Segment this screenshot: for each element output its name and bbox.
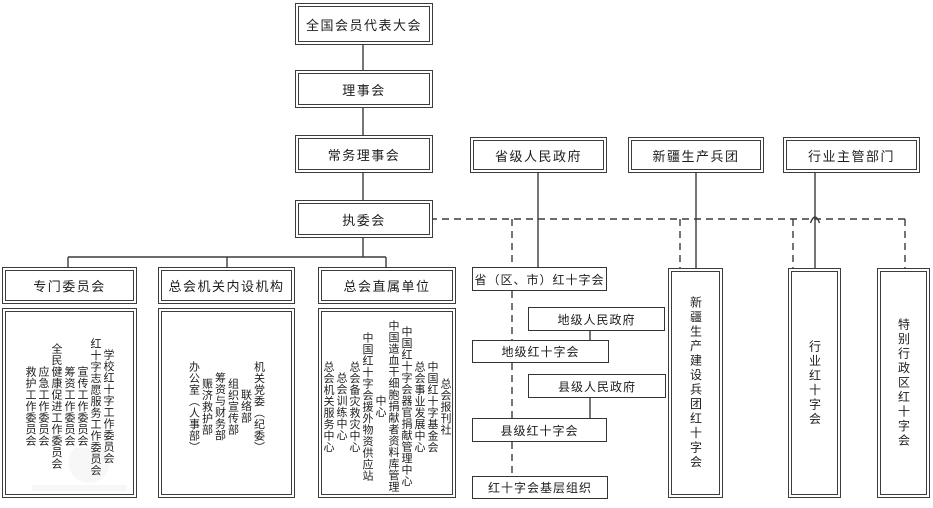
list-frame: 学校红十字工作委员会 红十字志愿服务工作委员会 宣传工作委员会 筹资工作委员会 … — [5, 311, 134, 495]
list-item: 办公室（人事部） — [187, 360, 201, 453]
node-sar-red-cross: 特别行政区红十字会 — [877, 268, 930, 498]
node-label: 特别行政区红十字会 — [896, 317, 911, 449]
list-item: 筹资工作委员会 — [63, 366, 76, 447]
node-label: 新疆生产建设兵团红十字会 — [688, 296, 703, 470]
node-provincial-red-cross: 省（区、市）红十字会 — [472, 267, 607, 291]
list-item: 联络部 — [239, 389, 253, 424]
node-label: 新疆生产兵团 — [631, 140, 761, 170]
node-label: 理事会 — [298, 73, 430, 105]
list-item: 学校红十字工作委员会 — [102, 349, 115, 464]
node-standing-council: 常务理事会 — [295, 135, 433, 173]
list-item: 应急工作委员会 — [37, 366, 50, 447]
node-national-congress: 全国会员代表大会 — [295, 3, 433, 45]
header-internal-organs: 总会机关内设机构 — [158, 267, 295, 304]
list-item: 总会报刊社 — [439, 377, 452, 436]
node-council: 理事会 — [295, 70, 433, 108]
list-special-committees: 学校红十字工作委员会 红十字志愿服务工作委员会 宣传工作委员会 筹资工作委员会 … — [2, 308, 137, 498]
node-county-government: 县级人民政府 — [528, 374, 666, 398]
list-item: 总会机关服务中心 — [322, 360, 335, 453]
node-label: 常务理事会 — [298, 138, 430, 170]
list-direct-units: 总会报刊社 中国红十字基金会 总会事业发展中心 中国红十字会器官捐献管理中心 中… — [318, 308, 456, 498]
list-item: 红十字志愿服务工作委员会 — [89, 337, 102, 476]
list-item: 中国红十字会援外物资供应站 — [361, 331, 374, 482]
list-item: 中国红十字会器官捐献管理中心 — [400, 326, 413, 487]
list-item: 机关党委（纪委） — [252, 360, 266, 453]
node-corps-red-cross: 新疆生产建设兵团红十字会 — [668, 268, 723, 498]
node-frame: 行业红十字会 — [791, 271, 838, 495]
list-item: 宣传工作委员会 — [76, 366, 89, 447]
list-frame: 机关党委（纪委） 联络部 组织宣传部 筹资与财务部 赈济救护部 办公室（人事部） — [161, 311, 292, 495]
list-item: 中国造血干细胞捐献者资料库管理中心 — [374, 320, 400, 493]
header-label: 专门委员会 — [5, 270, 134, 301]
list-item: 中国红十字基金会 — [426, 360, 439, 453]
item-list: 机关党委（纪委） 联络部 组织宣传部 筹资与财务部 赈济救护部 办公室（人事部） — [188, 319, 266, 494]
header-direct-units: 总会直属单位 — [318, 267, 456, 304]
node-frame: 特别行政区红十字会 — [880, 271, 927, 495]
node-xinjiang-corps: 新疆生产兵团 — [628, 137, 764, 173]
item-list: 总会报刊社 中国红十字基金会 总会事业发展中心 中国红十字会器官捐献管理中心 中… — [322, 319, 452, 494]
node-industry-department: 行业主管部门 — [783, 137, 920, 173]
header-special-committees: 专门委员会 — [2, 267, 137, 304]
list-frame: 总会报刊社 中国红十字基金会 总会事业发展中心 中国红十字会器官捐献管理中心 中… — [321, 311, 453, 495]
header-label: 总会直属单位 — [321, 270, 453, 301]
node-executive-committee: 执委会 — [295, 200, 433, 238]
header-label: 总会机关内设机构 — [161, 270, 292, 301]
list-item: 组织宣传部 — [226, 377, 240, 436]
node-county-red-cross: 县级红十字会 — [472, 418, 607, 442]
list-item: 总会训练中心 — [335, 372, 348, 441]
node-label: 全国会员代表大会 — [298, 6, 430, 42]
list-internal-organs: 机关党委（纪委） 联络部 组织宣传部 筹资与财务部 赈济救护部 办公室（人事部） — [158, 308, 295, 498]
node-frame: 新疆生产建设兵团红十字会 — [671, 271, 720, 495]
node-label: 省级人民政府 — [473, 140, 604, 170]
list-item: 总会事业发展中心 — [413, 360, 426, 453]
list-item: 全民健康促进工作委员会 — [50, 343, 63, 470]
list-item: 总会备灾救灾中心 — [348, 360, 361, 453]
list-item: 筹资与财务部 — [213, 372, 227, 441]
node-prefecture-red-cross: 地级红十字会 — [472, 340, 609, 363]
node-label: 行业主管部门 — [786, 140, 917, 170]
node-prefecture-government: 地级人民政府 — [528, 307, 665, 331]
list-item: 赈济救护部 — [200, 377, 214, 436]
list-item: 救护工作委员会 — [24, 366, 37, 447]
node-label: 执委会 — [298, 203, 430, 235]
node-grassroots-org: 红十字会基层组织 — [472, 476, 608, 499]
node-label: 行业红十字会 — [807, 339, 822, 427]
item-list: 学校红十字工作委员会 红十字志愿服务工作委员会 宣传工作委员会 筹资工作委员会 … — [24, 319, 115, 494]
node-industry-red-cross: 行业红十字会 — [788, 268, 841, 498]
node-provincial-government: 省级人民政府 — [470, 137, 607, 173]
